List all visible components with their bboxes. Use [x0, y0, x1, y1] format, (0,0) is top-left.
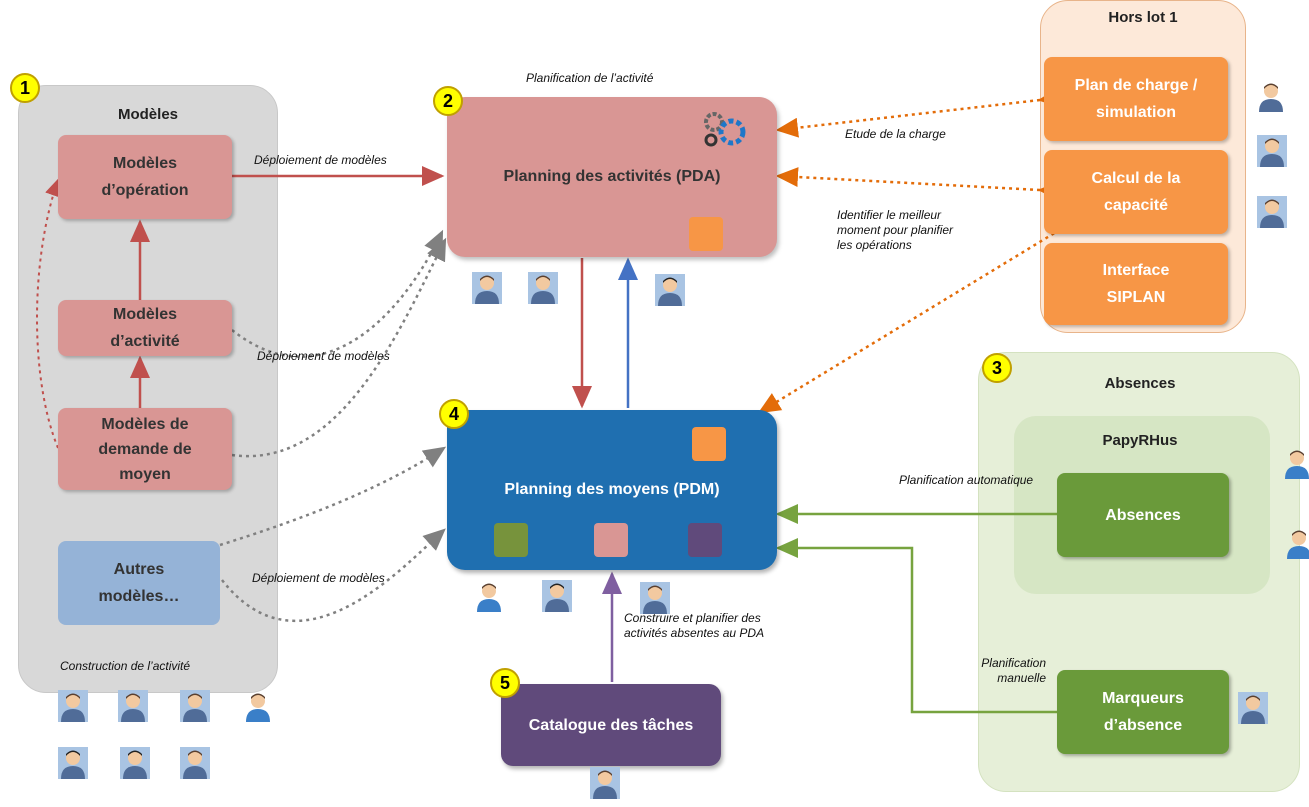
catalogue-taches-box[interactable]: Catalogue des tâches — [501, 684, 721, 766]
pdm-orange-square — [692, 427, 726, 461]
person-icon — [472, 272, 502, 304]
person-icon — [528, 272, 558, 304]
badge-2: 2 — [433, 86, 463, 116]
person-icon — [590, 767, 620, 799]
person-icon — [180, 747, 210, 779]
dotted-calcul-pdm — [757, 207, 1089, 414]
hors-lot-title: Hors lot 1 — [1108, 9, 1178, 26]
modeles-operation-box[interactable]: Modèles d’opération — [58, 135, 232, 219]
badge-1: 1 — [10, 73, 40, 103]
note-deploiement-3: Déploiement de modèles — [252, 571, 385, 585]
person-icon — [655, 274, 685, 306]
note-construire: Construire et planifier des activités ab… — [624, 611, 765, 640]
badge-3: 3 — [982, 353, 1012, 383]
person-icon — [1238, 692, 1268, 724]
absences-box[interactable]: Absences — [1057, 473, 1229, 557]
dotted-act-to-pda — [231, 229, 444, 358]
badge-4: 4 — [439, 399, 469, 429]
note-deploiement-1: Déploiement de modèles — [254, 153, 387, 167]
person-icon — [120, 747, 150, 779]
autres-modeles-box[interactable]: Autres modèles… — [58, 541, 220, 625]
interface-siplan-box[interactable]: Interface SIPLAN — [1044, 243, 1228, 325]
person-icon — [118, 690, 148, 722]
calcul-capacite-box[interactable]: Calcul de la capacité — [1044, 150, 1228, 234]
papyrhus-title: PapyRHus — [1102, 432, 1178, 449]
person-icon — [1259, 83, 1283, 112]
person-icon — [1285, 450, 1309, 479]
dotted-dem-to-pda — [231, 237, 447, 458]
arrow-dem-to-op — [36, 178, 61, 449]
dotted-autres-to-pdm-a — [219, 446, 447, 547]
plan-de-charge-box[interactable]: Plan de charge / simulation — [1044, 57, 1228, 141]
person-icon — [640, 582, 670, 614]
modeles-title: Modèles — [117, 106, 178, 123]
arrow-marqueurs-to-pdm — [775, 538, 1057, 714]
absences-panel-title: Absences — [1104, 375, 1176, 392]
pdm-label: Planning des moyens (PDM) — [504, 481, 720, 498]
note-planif-manuelle: Planification manuelle — [981, 656, 1046, 685]
pdm-green-square — [494, 523, 528, 557]
pdm-purple-square — [688, 523, 722, 557]
pda-orange-square — [689, 217, 723, 251]
person-icon — [180, 690, 210, 722]
note-construction-activite: Construction de l’activité — [60, 659, 191, 673]
pda-caption: Planification de l’activité — [526, 71, 654, 85]
person-icon — [1287, 530, 1309, 559]
person-icon — [477, 583, 501, 612]
note-planif-auto: Planification automatique — [899, 473, 1034, 487]
note-deploiement-2: Déploiement de modèles — [257, 349, 390, 363]
gears-icon — [704, 112, 746, 147]
modeles-demande-box[interactable]: Modèles de demande de moyen — [58, 408, 232, 490]
person-icon — [542, 580, 572, 612]
modeles-activite-box[interactable]: Modèles d’activité — [58, 300, 232, 356]
note-etude-charge: Etude de la charge — [845, 127, 946, 141]
person-icon — [58, 747, 88, 779]
person-icon — [58, 690, 88, 722]
person-icon — [1257, 135, 1287, 167]
badge-5: 5 — [490, 668, 520, 698]
dotted-calcul-pda — [775, 167, 1061, 202]
marqueurs-absence-box[interactable]: Marqueurs d’absence — [1057, 670, 1229, 754]
person-icon — [246, 693, 270, 722]
dotted-autres-to-pdm-b — [221, 528, 446, 622]
person-icon — [1257, 196, 1287, 228]
pda-label: Planning des activités (PDA) — [503, 168, 721, 185]
pdm-pink-square — [594, 523, 628, 557]
dotted-plan-pda — [775, 87, 1062, 138]
note-identifier: Identifier le meilleur moment pour plani… — [837, 208, 954, 252]
